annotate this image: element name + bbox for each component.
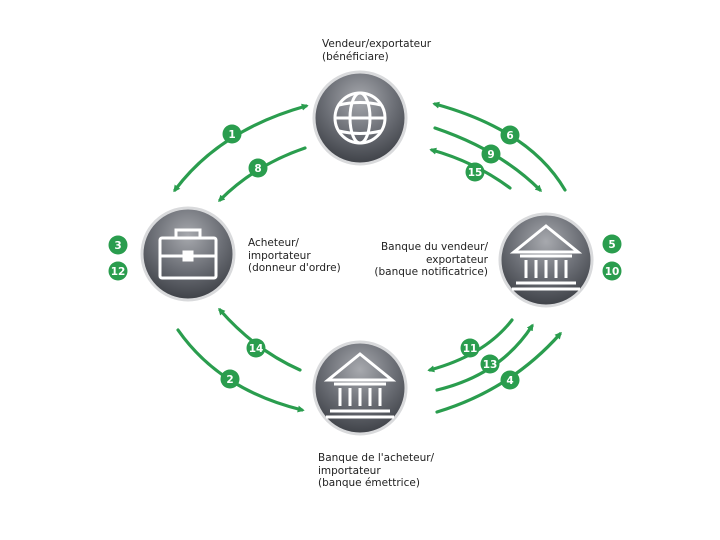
buyer-label-line-1: Acheteur/ [248,237,299,249]
svg-text:3: 3 [114,240,121,252]
seller-bank-label: Banque du vendeur/ exportateur (banque n… [374,241,488,279]
bank-icon [509,224,583,291]
briefcase-icon [158,228,218,280]
node-seller [312,70,408,166]
buyer-bank-label: Banque de l'acheteur/ importateur (banqu… [318,452,434,490]
globe-icon [333,91,387,145]
svg-text:15: 15 [468,167,483,179]
svg-text:12: 12 [111,266,126,278]
svg-text:10: 10 [605,266,620,278]
bank-icon [323,352,397,419]
node-seller-bank [498,212,594,308]
svg-text:14: 14 [249,343,264,355]
seller-label-line-2: (bénéficiare) [322,50,389,63]
step-badge-1: 1 [222,124,242,144]
seller-label: Vendeur/exportateur (bénéficiare) [322,38,431,63]
svg-text:2: 2 [226,374,233,386]
step-badge-11: 11 [460,338,480,358]
seller-bank-label-line-2: exportateur [426,253,488,266]
svg-text:9: 9 [487,149,494,161]
arrow-step-2 [176,328,305,413]
step-badge-3: 3 [108,235,128,255]
svg-text:8: 8 [254,163,261,175]
step-badges: 1 8 6 9 15 3 12 5 10 14 2 11 13 4 [108,124,622,390]
buyer-label-line-3: (donneur d'ordre) [248,262,341,274]
buyer-bank-label-line-1: Banque de l'acheteur/ [318,452,435,464]
buyer-label-line-2: importateur [248,249,311,262]
step-badge-12: 12 [108,261,128,281]
buyer-bank-label-line-2: importateur [318,464,381,477]
node-buyer [140,206,236,302]
step-badge-9: 9 [481,144,501,164]
svg-text:6: 6 [506,130,513,142]
node-buyer-bank [312,340,408,436]
step-badge-13: 13 [480,354,500,374]
arrow-step-1 [173,103,309,193]
seller-bank-label-line-3: (banque notificatrice) [374,266,488,278]
step-badge-10: 10 [602,261,622,281]
step-badge-2: 2 [220,369,240,389]
svg-text:11: 11 [463,343,478,355]
step-badge-6: 6 [500,125,520,145]
buyer-label: Acheteur/ importateur (donneur d'ordre) [248,237,341,275]
arrow-step-4 [435,331,562,414]
step-badge-8: 8 [248,158,268,178]
svg-text:1: 1 [228,129,235,141]
arrow-step-6 [432,101,567,192]
step-badge-4: 4 [500,370,520,390]
step-badge-15: 15 [465,162,485,182]
step-badge-5: 5 [602,234,622,254]
step-badge-14: 14 [246,338,266,358]
seller-bank-label-line-1: Banque du vendeur/ [380,241,488,253]
seller-label-line-1: Vendeur/exportateur [322,38,432,50]
svg-text:13: 13 [483,359,498,371]
svg-text:5: 5 [608,239,615,251]
buyer-bank-label-line-3: (banque émettrice) [318,477,420,489]
svg-text:4: 4 [506,375,513,387]
